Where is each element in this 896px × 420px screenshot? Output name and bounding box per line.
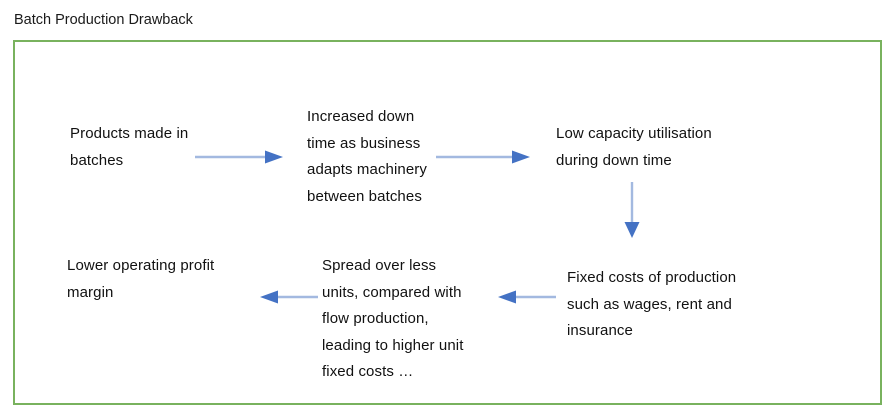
- node-spread-over-less-units: Spread over less units, compared with fl…: [322, 257, 464, 380]
- node-products-made-in-batches: Products made in batches: [70, 125, 189, 169]
- arrow-down-capacity-to-fixedcosts: [624, 182, 640, 238]
- page-title: Batch Production Drawback: [14, 12, 193, 28]
- node-fixed-costs-of-production: Fixed costs of production such as wages,…: [567, 269, 737, 339]
- arrow-left-fixedcosts-to-spread: [498, 290, 556, 304]
- node-lower-operating-profit-margin: Lower operating profit margin: [67, 257, 215, 301]
- node-low-capacity-utilisation: Low capacity utilisation during down tim…: [556, 125, 712, 169]
- diagram-frame: Products made in batches Increased down …: [13, 40, 882, 405]
- node-increased-down-time: Increased down time as business adapts m…: [307, 108, 427, 205]
